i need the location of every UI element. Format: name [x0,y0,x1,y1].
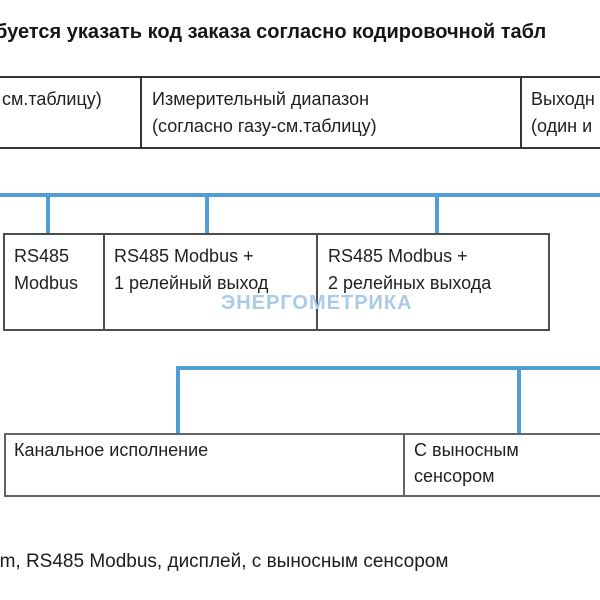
connector-drop-5 [517,366,521,433]
spec-cell-output-line2: (один и [531,116,593,136]
connector-drop-2 [205,193,209,233]
connector-drop-3 [435,193,439,233]
connector-line-bottom [176,366,600,370]
spec-cell-range-line2: (согласно газу-см.таблицу) [152,116,377,136]
interface-box3-line2: 2 релейных выхода [328,273,492,293]
spec-cell-output-line1: Выходн [531,89,595,109]
spec-cell-range-line1: Измерительный диапазон [152,89,370,109]
connector-drop-1 [46,193,50,233]
spec-table-divider-1 [140,76,142,149]
mount-box1-label: Канальное исполнение [14,440,209,460]
watermark-text: ЭНЕРГОМЕТРИКА [221,292,413,314]
interface-box2-line2: 1 релейный выход [114,273,269,293]
connector-drop-4 [176,366,180,433]
connector-line-top [0,193,600,197]
interface-box-2relay [316,233,550,331]
footer-example-text: om, RS485 Modbus, дисплей, с выносным се… [0,551,449,572]
interface-box1-line1: RS485 [14,246,70,266]
mount-box-remote-sensor [403,433,600,497]
mount-box2-line1: С выносным [414,440,519,460]
spec-table-divider-2 [520,76,522,149]
page-title: буется указать код заказа согласно кодир… [0,21,547,43]
interface-box2-line1: RS485 Modbus + [114,246,254,266]
interface-box3-line1: RS485 Modbus + [328,246,468,266]
spec-table-row [0,76,600,149]
interface-box1-line2: Modbus [14,273,79,293]
spec-cell-gas: см.таблицу) [2,89,102,109]
mount-box2-line2: сенсором [414,466,495,486]
